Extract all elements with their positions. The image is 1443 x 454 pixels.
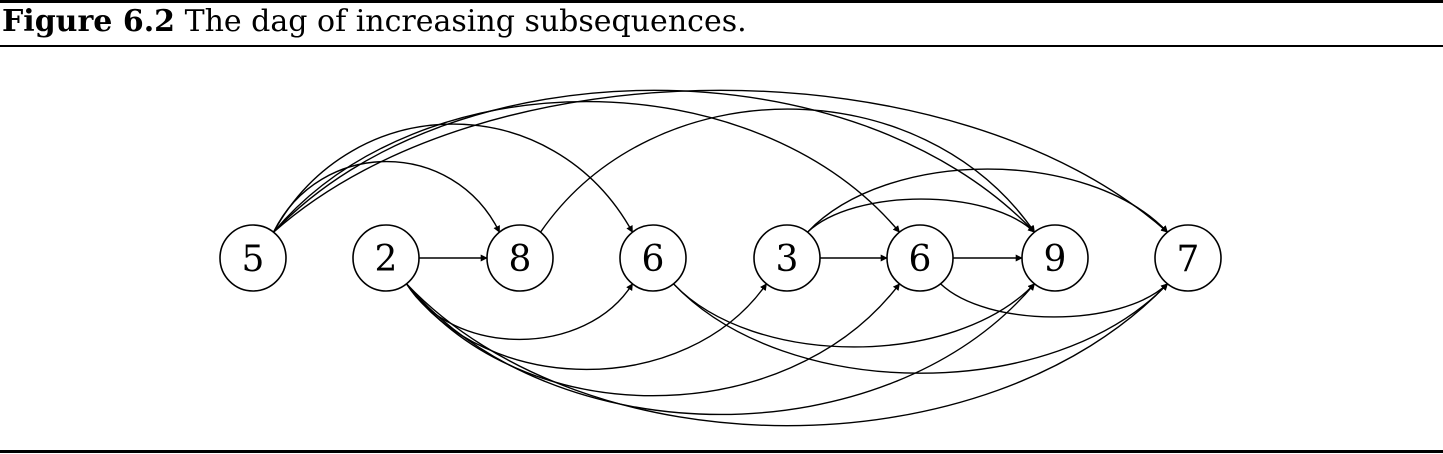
node-circle [619, 224, 687, 292]
node-label: 6 [642, 239, 665, 280]
edge-n1-n4 [405, 283, 768, 371]
caption-rule [0, 45, 1443, 47]
node-circle [1154, 224, 1222, 292]
bottom-rule [0, 450, 1443, 453]
node-circle [486, 224, 554, 292]
node-label: 2 [375, 239, 398, 280]
node-label: 5 [242, 239, 265, 280]
edge-n1-n7 [405, 283, 1169, 427]
node-circle [886, 224, 954, 292]
node-label: 3 [776, 239, 799, 280]
node-n2: 8 [486, 224, 554, 292]
node-n5: 6 [886, 224, 954, 292]
edge-n5-n7 [940, 283, 1169, 318]
edge-n3-n7 [672, 283, 1169, 374]
figure-label: Figure 6.2 [2, 4, 176, 39]
node-n4: 3 [753, 224, 821, 292]
node-circle [753, 224, 821, 292]
node-label: 9 [1044, 239, 1067, 280]
edge-n4-n7 [806, 168, 1169, 233]
node-n1: 2 [352, 224, 420, 292]
node-circle [219, 224, 287, 292]
edge-n0-n5 [272, 101, 901, 233]
figure-caption: Figure 6.2 The dag of increasing subsequ… [2, 4, 747, 40]
node-label: 6 [909, 239, 932, 280]
node-label: 8 [509, 239, 532, 280]
edge-n0-n3 [272, 123, 634, 233]
edge-n0-n2 [272, 161, 501, 233]
node-label: 7 [1177, 239, 1200, 280]
node-n3: 6 [619, 224, 687, 292]
edge-n3-n6 [672, 283, 1036, 348]
edge-n1-n5 [405, 283, 901, 397]
node-circle [1021, 224, 1089, 292]
node-n7: 7 [1154, 224, 1222, 292]
node-n0: 5 [219, 224, 287, 292]
edge-n1-n3 [405, 283, 634, 341]
top-rule [0, 0, 1443, 3]
edge-n0-n7 [273, 89, 1169, 233]
edge-n1-n6 [405, 283, 1036, 415]
edge-n2-n6 [539, 108, 1036, 233]
nodes-layer: 5 2 8 6 3 6 9 7 [219, 224, 1222, 292]
edge-n4-n6 [807, 198, 1036, 233]
edge-n0-n6 [272, 89, 1036, 233]
figure-title: The dag of increasing subsequences. [184, 4, 747, 39]
edges-layer [272, 89, 1169, 427]
node-circle [352, 224, 420, 292]
node-n6: 9 [1021, 224, 1089, 292]
